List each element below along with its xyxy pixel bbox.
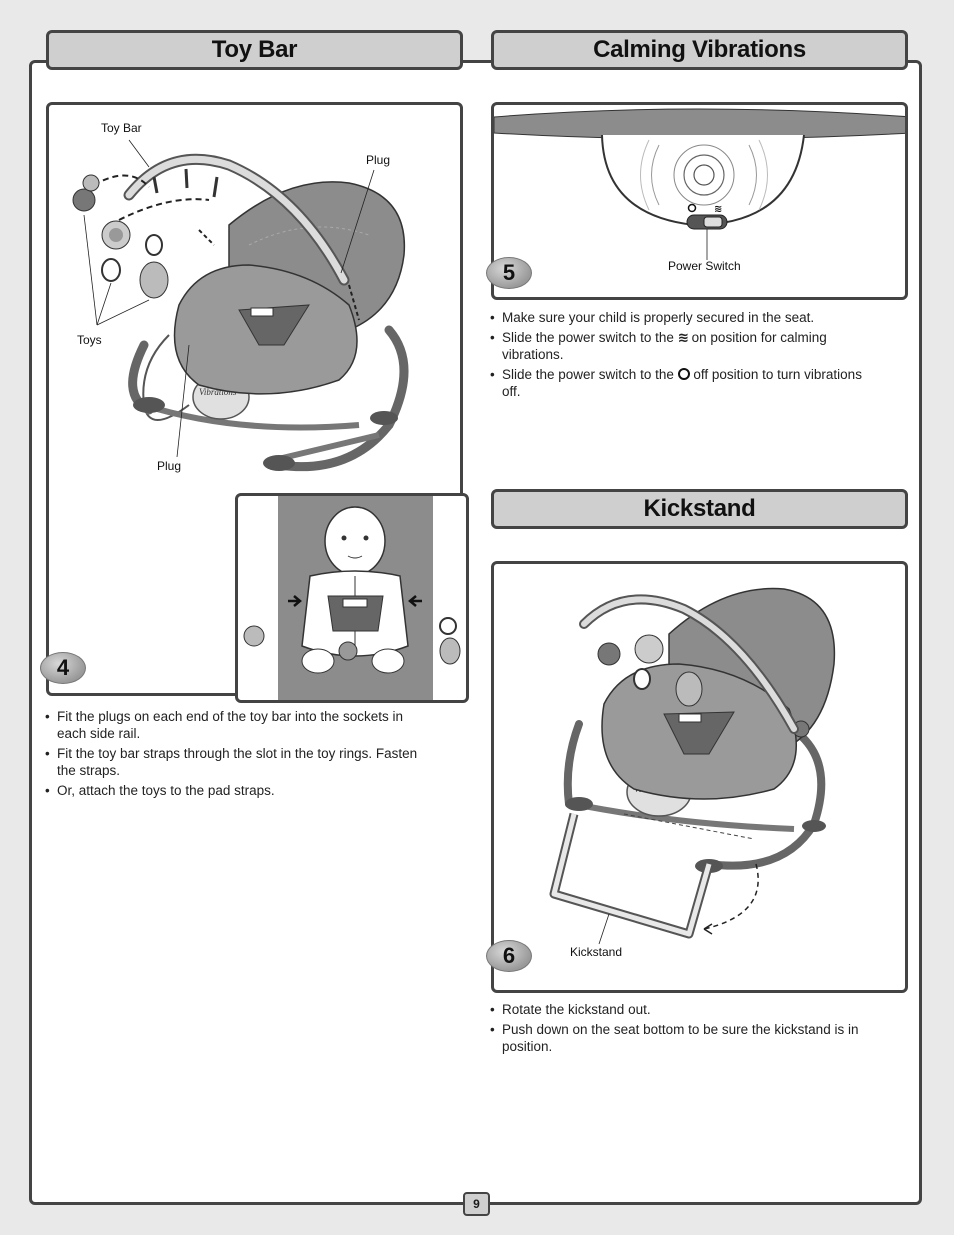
power-switch-label: Power Switch — [668, 259, 741, 273]
baby-inset-illustration — [235, 493, 469, 703]
step-badge-5: 5 — [486, 257, 532, 289]
toy-bar-bullet-1: Fit the plugs on each end of the toy bar… — [45, 708, 425, 742]
vibrations-bullet-2-post: on position for calming vibrations. — [502, 330, 827, 362]
toy-bar-title: Toy Bar — [46, 30, 463, 70]
toys-label: Toys — [77, 333, 102, 347]
plug-label-top: Plug — [366, 153, 391, 167]
vibrations-bullet-3-post: off position to turn vibrations off. — [502, 367, 862, 399]
off-symbol-icon — [677, 368, 690, 380]
page-number: 9 — [463, 1192, 490, 1216]
kickstand-label: Kickstand — [570, 945, 623, 959]
vibrations-bullet-3: Slide the power switch to the off positi… — [490, 366, 870, 400]
kickstand-illustration: Vibrations Kickstand — [491, 561, 908, 993]
vibration-unit-drawing: ≋ — [494, 108, 905, 260]
vibrations-bullet-1: Make sure your child is properly secured… — [490, 309, 870, 326]
plug-label-bottom: Plug — [157, 459, 182, 473]
toy-bar-bullet-3: Or, attach the toys to the pad straps. — [45, 782, 425, 799]
toy-bar-label: Toy Bar — [101, 121, 142, 135]
svg-text:≋: ≋ — [714, 204, 722, 215]
vibrations-illustration: ≋ Power Switch — [491, 102, 908, 300]
toy-bar-bullet-2: Fit the toy bar straps through the slot … — [45, 745, 425, 779]
step-badge-4: 4 — [40, 652, 86, 684]
kickstand-title: Kickstand — [491, 489, 908, 529]
vibrations-bullet-3-pre: Slide the power switch to the — [502, 367, 678, 382]
step-badge-6: 6 — [486, 940, 532, 972]
bouncer-kickstand-drawing: Vibrations — [549, 587, 836, 945]
toy-bar-instructions: Fit the plugs on each end of the toy bar… — [45, 708, 425, 802]
calming-vibrations-title: Calming Vibrations — [491, 30, 908, 70]
kickstand-bullet-2: Push down on the seat bottom to be sure … — [490, 1021, 870, 1055]
vibration-symbol-icon: ≋ — [677, 330, 689, 345]
kickstand-instructions: Rotate the kickstand out. Push down on t… — [490, 1001, 870, 1058]
bouncer-toy-bar-drawing: Vibrations — [72, 139, 409, 472]
baby-in-seat-drawing — [243, 496, 461, 700]
vibrations-instructions: Make sure your child is properly secured… — [490, 309, 870, 403]
kickstand-bullet-1: Rotate the kickstand out. — [490, 1001, 870, 1018]
svg-text:Vibrations: Vibrations — [199, 387, 237, 397]
vibrations-bullet-2-pre: Slide the power switch to the — [502, 330, 678, 345]
vibrations-bullet-2: Slide the power switch to the ≋ on posit… — [490, 329, 870, 363]
